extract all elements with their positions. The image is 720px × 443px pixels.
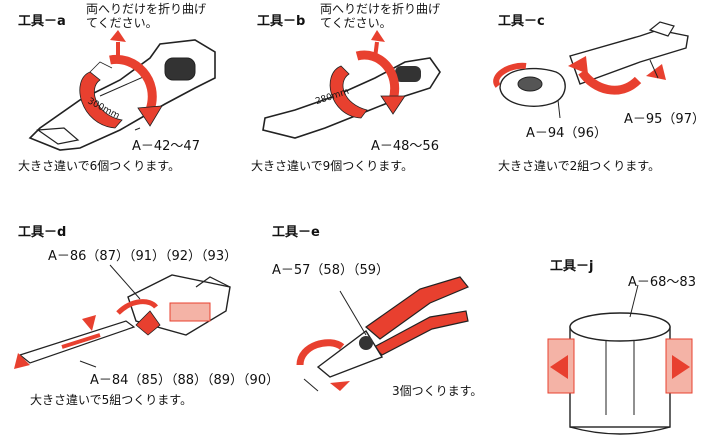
tool-d-illustration [14, 264, 231, 369]
tool-e-title: 工具－e [272, 225, 320, 240]
tool-e-illustration [296, 276, 469, 392]
tool-b-panel: 工具－b 両へりだけを折り曲げ てください。 280mm A－48～56 大きさ… [245, 0, 490, 200]
tool-b-title: 工具－b [257, 14, 306, 29]
tool-b-instruction: 両へりだけを折り曲げ てください。 [320, 2, 441, 30]
tool-j-part-label: A－68～83 [628, 275, 696, 290]
tool-e-panel: 工具－e A－57（58）（59） 3個つくります。 [270, 215, 510, 443]
tool-j-illustration [547, 284, 693, 435]
tool-c-title: 工具－c [498, 14, 545, 29]
tool-e-part-label: A－57（58）（59） [272, 263, 390, 278]
tool-d-part2-label: A－84（85）（88）（89）（90） [90, 373, 280, 388]
tool-j-title: 工具－j [550, 259, 594, 274]
tool-c-part2-label: A－95（97） [624, 112, 705, 127]
tool-a-illustration [28, 30, 216, 151]
tool-a-instruction: 両へりだけを折り曲げ てください。 [86, 2, 207, 30]
tool-c-note: 大きさ違いで2組つくります。 [498, 159, 661, 173]
tool-d-part1-label: A－86（87）（91）（92）（93） [48, 249, 238, 264]
tool-j-panel: 工具－j A－68～83 [510, 215, 720, 443]
tool-b-illustration [262, 30, 441, 139]
tool-a-part-label: A－42～47 [132, 139, 200, 154]
tool-a-panel: 工具－a 両へりだけを折り曲げ てください。 300mm A－42～47 大きさ… [0, 0, 240, 200]
tool-b-part-label: A－48～56 [371, 139, 439, 154]
tool-c-panel: 工具－c A－94（96） A－95（97） 大きさ違いで2組つくります。 [490, 0, 720, 200]
tool-a-note: 大きさ違いで6個つくります。 [18, 159, 181, 173]
tool-d-title: 工具－d [18, 225, 67, 240]
tool-d-panel: 工具－d A－86（87）（91）（92）（93） A－84（85）（88）（8… [0, 215, 279, 443]
tool-c-illustration [493, 21, 689, 119]
tool-b-note: 大きさ違いで9個つくります。 [251, 159, 414, 173]
tool-c-part1-label: A－94（96） [526, 126, 607, 141]
tool-d-note: 大きさ違いで5組つくります。 [30, 393, 193, 407]
tool-a-title: 工具－a [18, 14, 66, 29]
tool-e-note: 3個つくります。 [392, 384, 483, 398]
